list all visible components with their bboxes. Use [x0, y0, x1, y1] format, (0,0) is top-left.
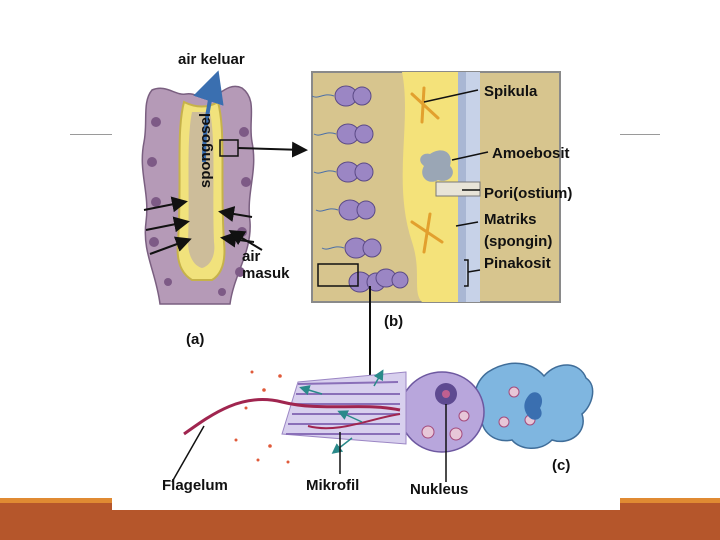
- water-flow-arrows: [143, 70, 263, 255]
- pinacocyte-label: Pinakosit: [484, 255, 551, 272]
- diagram-drawing: [141, 70, 594, 483]
- flagellum-label: Flagelum: [162, 477, 228, 494]
- panel-a-label: (a): [186, 331, 205, 348]
- cross-section: [311, 71, 561, 303]
- header-rule-right: [620, 134, 660, 135]
- choanocyte-cell: [183, 362, 594, 464]
- sponge-diagram: air keluar air masuk spongosel (a) Spiku…: [112, 42, 620, 510]
- spongocoel-label: spongosel: [197, 112, 214, 188]
- header-rule-left: [70, 134, 114, 135]
- pore-label: Pori(ostium): [484, 185, 573, 202]
- sponge-body: [141, 85, 255, 305]
- cross-section-leaders: [423, 89, 489, 287]
- spicule-label: Spikula: [484, 83, 538, 100]
- water-in-label: air masuk: [242, 248, 290, 282]
- amoebocyte-label: Amoebosit: [492, 145, 570, 162]
- panel-b-label: (b): [384, 313, 404, 330]
- choanocyte-leaders: [171, 404, 447, 483]
- matrix-label: Matriks: [484, 211, 537, 228]
- zoom-arrow-a: [237, 141, 308, 158]
- panel-c-label: (c): [552, 457, 571, 474]
- water-out-label: air keluar: [178, 51, 245, 68]
- nucleus-label: Nukleus: [410, 481, 469, 498]
- microvilli-label: Mikrofil: [306, 477, 360, 494]
- spongin-label: (spongin): [484, 233, 553, 250]
